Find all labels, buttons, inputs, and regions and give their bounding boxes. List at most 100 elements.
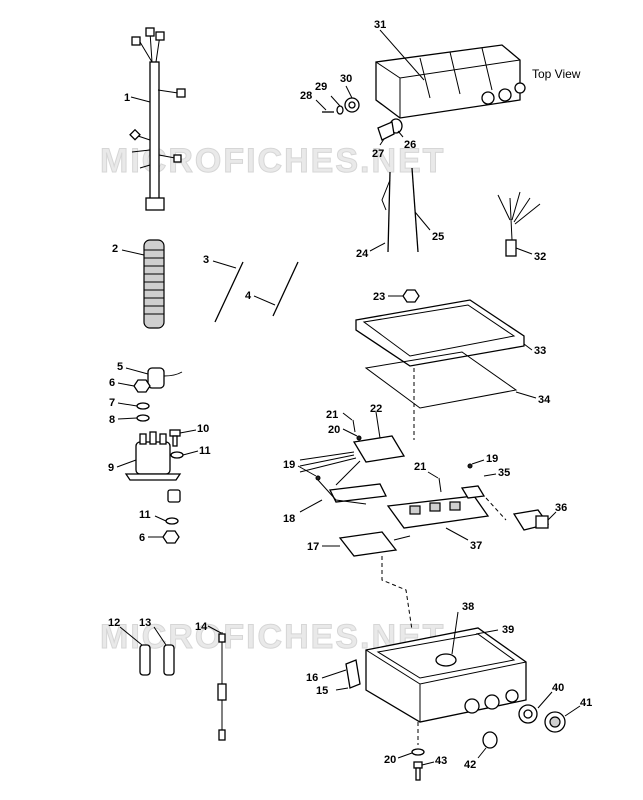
part-2-corrugated-hose	[121, 239, 165, 329]
callout-8: 8	[109, 414, 115, 426]
callout-37: 37	[470, 540, 482, 552]
callout-20-upper: 20	[328, 424, 340, 436]
top-view-label: Top View	[532, 67, 581, 81]
callout-21-right: 21	[414, 461, 426, 473]
part-spacer	[167, 489, 181, 503]
part-8-washer	[117, 414, 150, 422]
part-42-grommet	[477, 731, 498, 759]
part-9-solenoid	[116, 431, 182, 481]
callout-36: 36	[555, 502, 567, 514]
callout-2: 2	[112, 243, 118, 255]
callout-10: 10	[197, 423, 209, 435]
callout-22: 22	[370, 403, 382, 415]
part-28-screw	[315, 99, 334, 113]
callout-19-left: 19	[283, 459, 295, 471]
part-29-washer	[330, 95, 344, 115]
callout-30: 30	[340, 73, 352, 85]
callout-21-upper: 21	[326, 409, 338, 421]
callout-1: 1	[124, 92, 130, 104]
part-6-nut	[117, 379, 151, 393]
callout-11-upper: 11	[199, 445, 211, 457]
callout-40: 40	[552, 682, 564, 694]
part-36-relay	[512, 509, 557, 531]
callout-7: 7	[109, 397, 115, 409]
callout-5: 5	[117, 361, 123, 373]
part-14-fuse-holder	[207, 625, 227, 741]
part-23-nut	[388, 289, 420, 303]
assembly-line-right	[485, 497, 507, 521]
part-40-grommet	[518, 691, 553, 724]
callout-12: 12	[108, 617, 120, 629]
callout-27: 27	[372, 148, 384, 160]
callout-25: 25	[432, 231, 444, 243]
callout-14: 14	[195, 621, 208, 633]
part-4-strap	[253, 261, 299, 317]
part-37-circuit-board	[386, 495, 490, 541]
callout-13: 13	[139, 617, 151, 629]
part-32-connector-harness	[497, 191, 541, 257]
part-20-washer-lower	[397, 748, 425, 759]
part-30-grommet	[344, 85, 360, 113]
callout-41: 41	[580, 697, 592, 709]
callout-42: 42	[464, 759, 476, 771]
part-19-screw-right	[467, 459, 485, 469]
part-17-control-module	[322, 531, 411, 557]
callout-26: 26	[404, 139, 416, 151]
part-11-washer-lower	[154, 515, 179, 525]
part-7-washer	[117, 402, 150, 410]
part-16-latch	[321, 659, 361, 689]
callout-11-lower: 11	[139, 509, 151, 521]
part-41-grommet	[544, 705, 581, 733]
part-12-fuse	[119, 626, 151, 676]
part-6-nut-lower	[148, 530, 180, 544]
callout-20-lower: 20	[384, 754, 396, 766]
part-1-wiring-harness	[129, 27, 186, 211]
callout-15: 15	[316, 685, 328, 697]
part-27-cap	[377, 121, 395, 146]
part-33-lid-frame	[355, 299, 533, 367]
callout-3: 3	[203, 254, 209, 266]
part-34-gasket	[364, 351, 537, 409]
callout-6-lower: 6	[139, 532, 145, 544]
part-22-module	[299, 411, 406, 486]
part-21-screw-right	[427, 471, 442, 493]
callout-43: 43	[435, 755, 447, 767]
part-19-screw-left	[297, 465, 321, 481]
callout-35: 35	[498, 467, 510, 479]
part-39-lower-box	[365, 627, 527, 723]
part-25-ground-strap	[411, 167, 431, 253]
callout-28: 28	[300, 90, 312, 102]
part-20-screw-upper	[342, 428, 362, 441]
part-43-bolt	[413, 761, 435, 781]
callout-23: 23	[373, 291, 385, 303]
callout-9: 9	[108, 462, 114, 474]
callout-34: 34	[538, 394, 551, 406]
callout-17: 17	[307, 541, 319, 553]
part-15-latch-pin	[335, 687, 349, 691]
callout-39: 39	[502, 624, 514, 636]
callout-16: 16	[306, 672, 318, 684]
callout-18: 18	[283, 513, 295, 525]
part-35-clip	[460, 473, 497, 499]
part-24-ground-strap	[369, 171, 391, 253]
callout-6: 6	[109, 377, 115, 389]
part-10-bolt	[169, 429, 197, 447]
part-21-screw-upper	[342, 412, 356, 433]
assembly-line-lower	[381, 556, 413, 631]
callout-38: 38	[462, 601, 474, 613]
part-38-connector	[435, 611, 459, 667]
callout-19-right: 19	[486, 453, 498, 465]
part-5-boot	[125, 367, 183, 389]
part-31-top-cover	[375, 29, 526, 119]
part-18-bracket	[299, 479, 387, 513]
callout-32: 32	[534, 251, 546, 263]
part-11-washer-upper	[170, 450, 199, 459]
callout-31: 31	[374, 19, 386, 31]
part-13-fuse	[153, 626, 175, 676]
part-3-strap	[212, 260, 244, 323]
callout-29: 29	[315, 81, 327, 93]
callout-33: 33	[534, 345, 546, 357]
callout-4: 4	[245, 290, 252, 302]
